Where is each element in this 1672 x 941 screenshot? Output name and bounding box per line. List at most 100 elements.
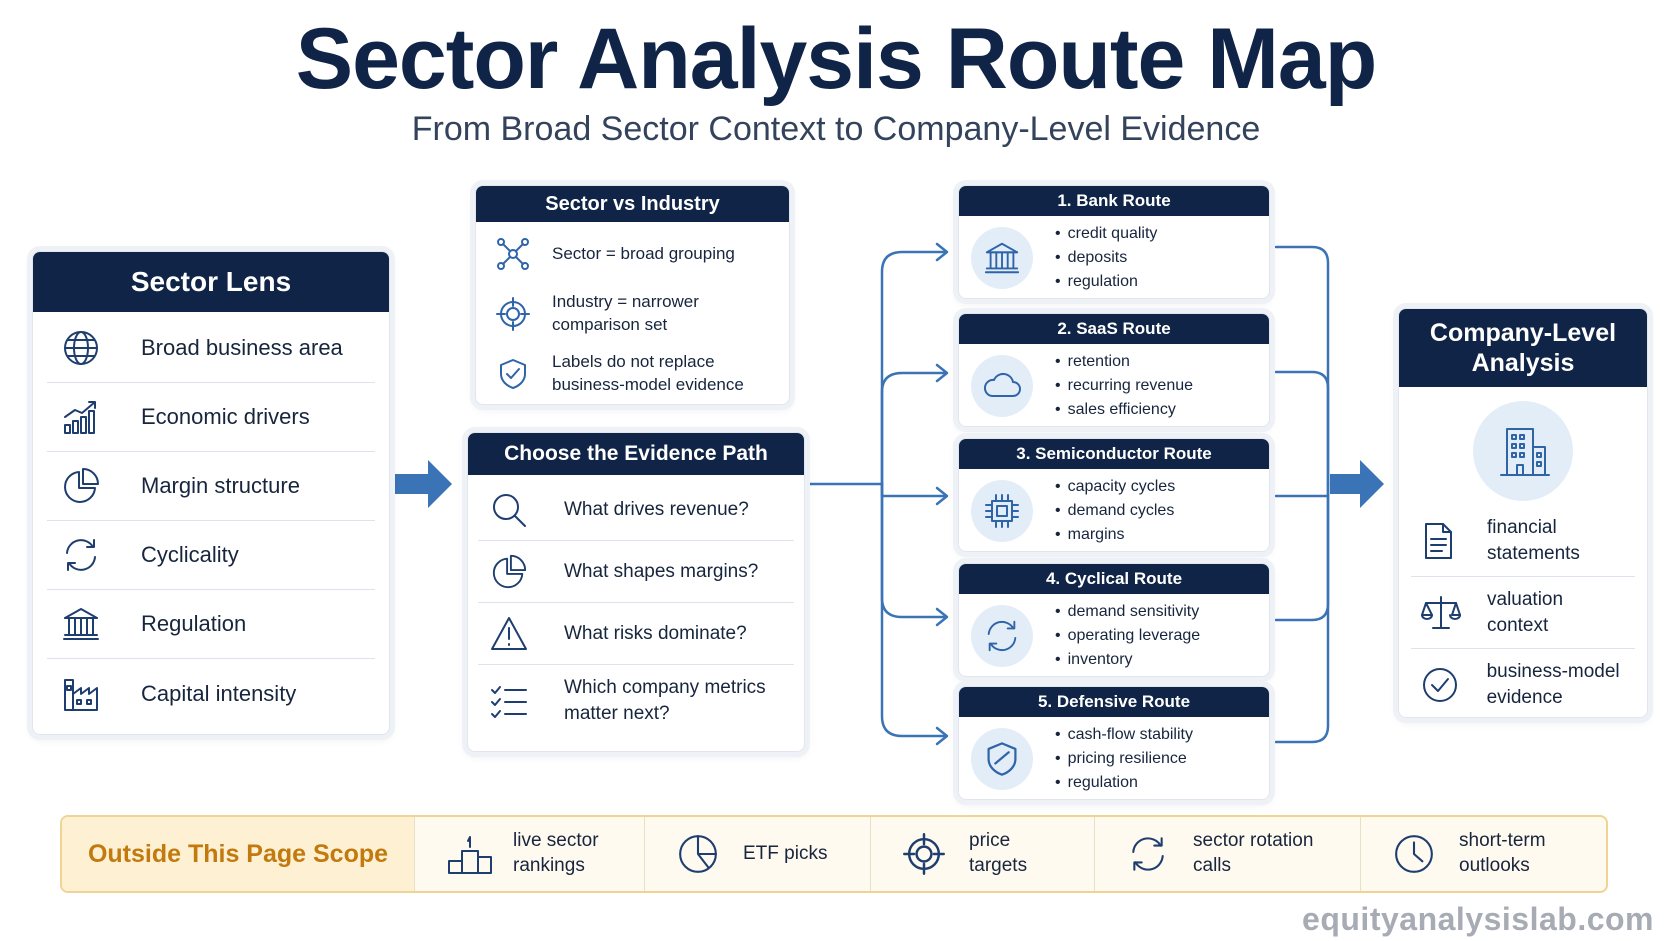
- clock-icon: [1393, 833, 1443, 875]
- page-subtitle: From Broad Sector Context to Company-Lev…: [411, 110, 1261, 148]
- cycle-arrows-icon: [61, 535, 121, 575]
- outside-scope-bar: Outside This Page Scope live sector rank…: [60, 815, 1608, 893]
- bank-icon: [971, 227, 1033, 289]
- scales-icon: [1421, 594, 1461, 632]
- evidence-path-item: What shapes margins?: [478, 541, 794, 603]
- sector-lens-item: Broad business area: [47, 314, 375, 383]
- evidence-path-label: What shapes margins?: [564, 560, 759, 582]
- cycle-arrows-icon: [1127, 833, 1177, 875]
- sector-vs-industry-item: Sector = broad grouping: [476, 224, 789, 284]
- route-point: deposits: [1055, 246, 1157, 270]
- evidence-path-panel: Choose the Evidence Path What drives rev…: [467, 432, 805, 752]
- sector-lens-item: Economic drivers: [47, 383, 375, 452]
- sector-lens-item: Margin structure: [47, 452, 375, 521]
- evidence-path-header: Choose the Evidence Path: [468, 433, 804, 475]
- sector-lens-item: Cyclicality: [47, 521, 375, 590]
- podium-icon: [447, 833, 497, 875]
- company-analysis-label: valuation context: [1487, 588, 1564, 636]
- target-icon: [496, 297, 538, 331]
- evidence-path-item: What drives revenue?: [478, 479, 794, 541]
- route-title: 3. Semiconductor Route: [959, 439, 1269, 469]
- pie-chart-icon: [490, 553, 536, 591]
- outside-scope-label: sector rotation calls: [1193, 830, 1314, 876]
- outside-scope-item: live sector rankings: [414, 817, 644, 891]
- route-point: demand sensitivity: [1055, 600, 1200, 624]
- route-points: capacity cycles demand cycles margins: [1055, 475, 1176, 547]
- sector-lens-label: Capital intensity: [141, 680, 297, 706]
- cycle-arrows-icon: [971, 605, 1033, 667]
- sector-lens-label: Cyclicality: [141, 542, 239, 567]
- chip-icon: [971, 480, 1033, 542]
- outside-scope-item: price targets: [870, 817, 1094, 891]
- route-card-saas: 2. SaaS Route retention recurring revenu…: [958, 313, 1270, 427]
- company-analysis-title-line1: Company-Level: [1429, 319, 1617, 347]
- outside-scope-label: live sector rankings: [513, 830, 599, 876]
- warning-icon: [490, 615, 536, 653]
- sector-vs-industry-label: Sector = broad grouping: [552, 243, 735, 263]
- cloud-icon: [971, 355, 1033, 417]
- check-circle-icon: [1421, 666, 1461, 704]
- company-analysis-panel: Company-Level Analysis financial stateme…: [1398, 308, 1648, 718]
- outside-scope-item: short-term outlooks: [1360, 817, 1590, 891]
- sector-vs-industry-panel: Sector vs Industry Sector = broad groupi…: [475, 185, 790, 405]
- route-card-semiconductor: 3. Semiconductor Route capacity cycles d…: [958, 438, 1270, 552]
- route-point: recurring revenue: [1055, 374, 1193, 398]
- sector-lens-label: Regulation: [141, 611, 247, 636]
- company-analysis-item: business-model evidence: [1411, 649, 1635, 717]
- route-points: credit quality deposits regulation: [1055, 222, 1158, 294]
- route-point: sales efficiency: [1055, 398, 1193, 422]
- route-card-bank: 1. Bank Route credit quality deposits re…: [958, 185, 1270, 299]
- evidence-path-item: What risks dominate?: [478, 603, 794, 665]
- route-card-defensive: 5. Defensive Route cash-flow stability p…: [958, 686, 1270, 800]
- route-point: regulation: [1055, 270, 1157, 294]
- bank-icon: [61, 604, 121, 644]
- route-point: pricing resilience: [1055, 747, 1193, 771]
- evidence-path-label: What risks dominate?: [564, 622, 747, 644]
- route-title: 1. Bank Route: [959, 186, 1269, 216]
- sector-lens-label: Margin structure: [141, 473, 300, 498]
- sector-lens-item: Capital intensity: [47, 659, 375, 728]
- sector-vs-industry-item: Industry = narrower comparison set: [476, 284, 789, 344]
- network-icon: [496, 237, 538, 271]
- route-title: 5. Defensive Route: [959, 687, 1269, 717]
- document-icon: [1421, 522, 1461, 560]
- sector-vs-industry-label: Industry = narrower comparison set: [552, 292, 699, 334]
- route-points: demand sensitivity operating leverage in…: [1055, 600, 1201, 672]
- page-title: Sector Analysis Route Map: [295, 11, 1378, 107]
- sector-lens-item: Regulation: [47, 590, 375, 659]
- sector-vs-industry-item: Labels do not replace business-model evi…: [476, 344, 789, 404]
- target-icon: [903, 833, 953, 875]
- pie-chart-icon: [61, 466, 121, 506]
- checklist-icon: [490, 682, 536, 720]
- evidence-path-label: Which company metrics matter next?: [564, 677, 766, 724]
- shield-check-icon: [971, 728, 1033, 790]
- sector-lens-panel: Sector Lens Broad business area Economic…: [32, 251, 390, 735]
- route-card-cyclical: 4. Cyclical Route demand sensitivity ope…: [958, 563, 1270, 677]
- route-point: margins: [1055, 523, 1175, 547]
- route-points: retention recurring revenue sales effici…: [1055, 350, 1193, 422]
- sector-lens-label: Economic drivers: [141, 404, 310, 429]
- route-title: 4. Cyclical Route: [959, 564, 1269, 594]
- route-point: inventory: [1055, 648, 1200, 672]
- company-analysis-label: business-model evidence: [1486, 661, 1620, 708]
- magnifier-icon: [490, 491, 536, 529]
- office-building-icon: [1473, 401, 1573, 501]
- sector-lens-label: Broad business area: [141, 335, 343, 360]
- route-point: capacity cycles: [1055, 475, 1176, 499]
- route-points: cash-flow stability pricing resilience r…: [1055, 723, 1193, 795]
- pie-chart-icon: [677, 833, 727, 875]
- factory-icon: [61, 674, 121, 714]
- company-analysis-item: financial statements: [1411, 505, 1635, 577]
- shield-check-icon: [496, 357, 538, 391]
- globe-icon: [61, 328, 121, 368]
- outside-scope-item: sector rotation calls: [1094, 817, 1360, 891]
- outside-scope-label: short-term outlooks: [1459, 830, 1546, 876]
- route-point: regulation: [1055, 771, 1193, 795]
- company-analysis-title-line2: Analysis: [1471, 349, 1575, 377]
- evidence-path-label: What drives revenue?: [564, 498, 749, 520]
- outside-scope-label: price targets: [969, 830, 1028, 876]
- evidence-path-item: Which company metrics matter next?: [478, 665, 794, 737]
- route-point: retention: [1055, 350, 1193, 374]
- outside-scope-item: ETF picks: [644, 817, 870, 891]
